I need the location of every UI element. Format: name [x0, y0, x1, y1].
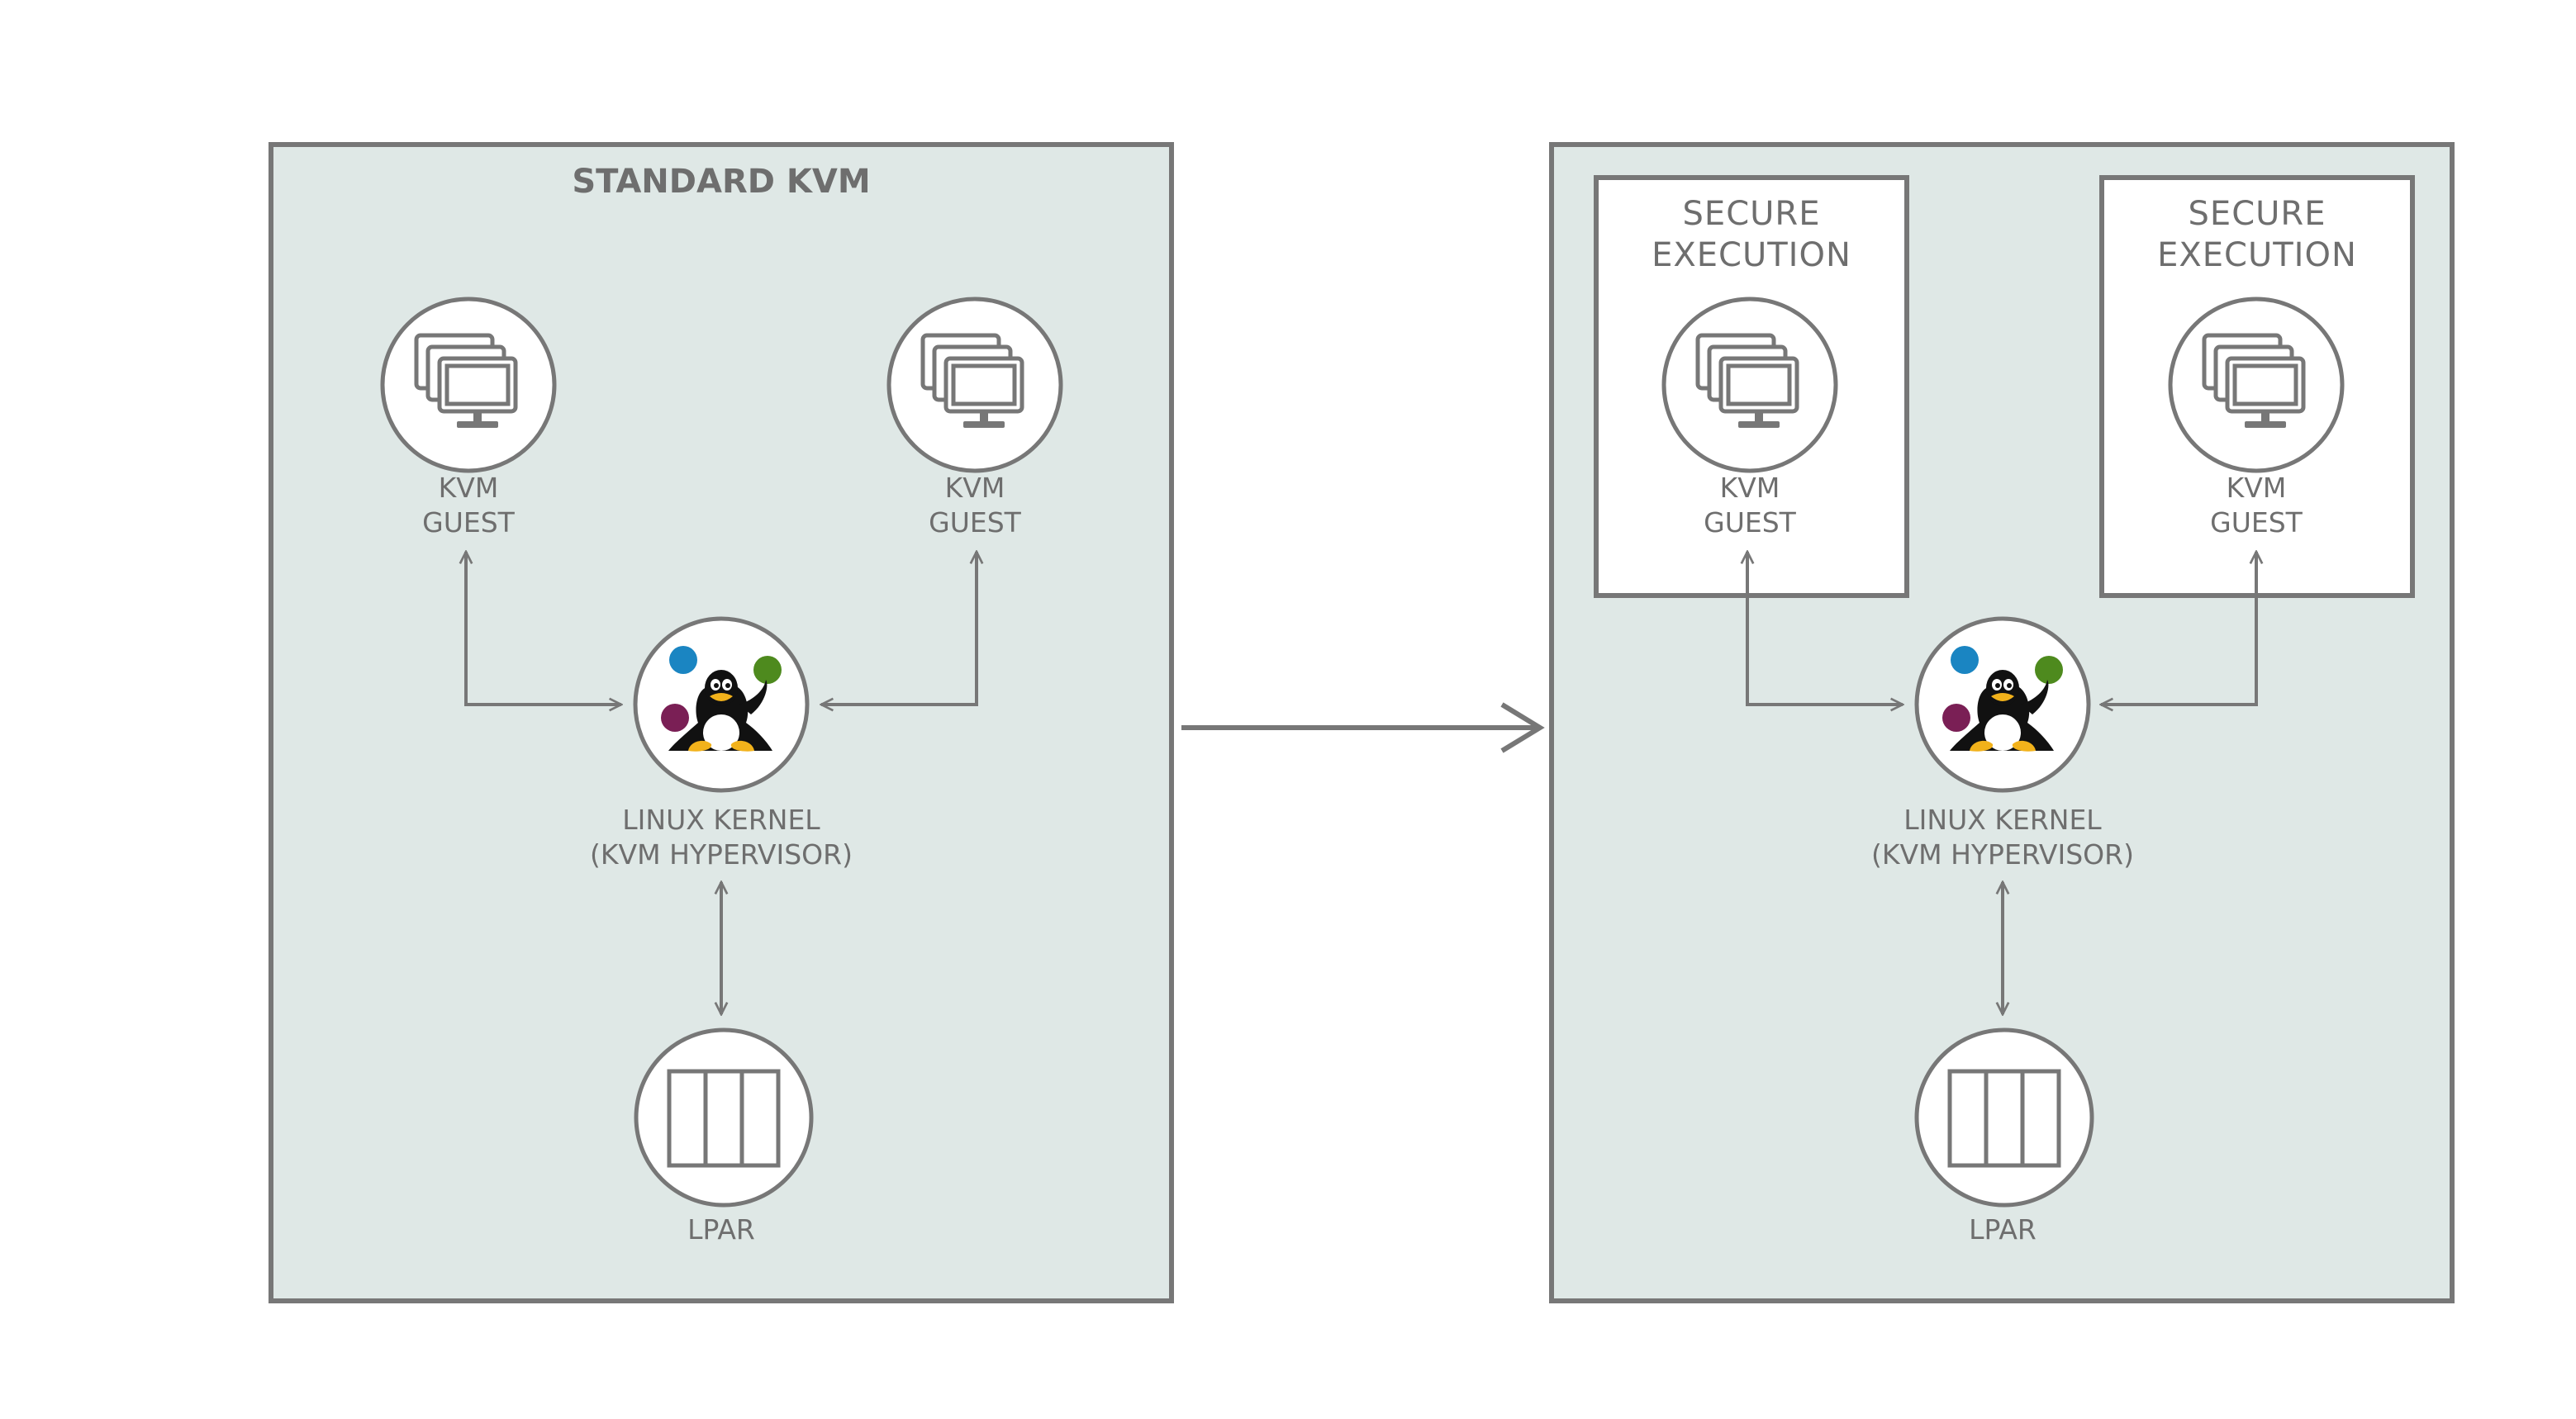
standard-kvm-panel [269, 142, 1174, 1303]
standard-kvm-title: STANDARD KVM [572, 163, 871, 201]
label-line: LINUX KERNEL [622, 804, 820, 836]
label-line: KVM [438, 472, 499, 504]
label-line: EXECUTION [1652, 236, 1851, 274]
guest-right-kernel-connector [2101, 552, 2256, 705]
secure-execution-left-title: SECURE EXECUTION [1595, 193, 1908, 276]
label-line: EXECUTION [2157, 236, 2357, 274]
guest-left-kernel-connector [1747, 552, 1903, 705]
secure-execution-panel [1549, 142, 2455, 1303]
guest-right-kernel-connector [821, 552, 977, 705]
label-line: GUEST [929, 506, 1021, 539]
secure-execution-right-title: SECURE EXECUTION [2100, 193, 2414, 276]
partition-icon [1950, 1071, 2059, 1165]
label-line: KVM [1719, 472, 1780, 504]
lpar-label: LPAR [1969, 1213, 2037, 1246]
label-line: GUEST [2210, 506, 2303, 539]
kvm-guest-right-node [886, 297, 1063, 473]
guest-left-kernel-connector [466, 552, 621, 705]
linux-kernel-node [1914, 616, 2091, 793]
transition-arrow [1181, 702, 1545, 753]
kvm-guest-left-node [1661, 297, 1838, 473]
lpar-node [1914, 1027, 2094, 1208]
label-line: SECURE [1682, 195, 1821, 233]
linux-kernel-label: LINUX KERNEL (KVM HYPERVISOR) [556, 803, 886, 872]
lpar-node [634, 1027, 814, 1208]
label-line: SECURE [2188, 195, 2326, 233]
label-line: LINUX KERNEL [1903, 804, 2102, 836]
label-line: (KVM HYPERVISOR) [1871, 838, 2134, 871]
lpar-label: LPAR [687, 1213, 755, 1246]
label-line: KVM [944, 472, 1005, 504]
linux-kernel-label: LINUX KERNEL (KVM HYPERVISOR) [1837, 803, 2168, 872]
linux-kernel-node [633, 616, 810, 793]
kvm-guest-right-node [2168, 297, 2345, 473]
kvm-guest-left-label: KVM GUEST [303, 471, 634, 540]
label-line: (KVM HYPERVISOR) [590, 838, 853, 871]
partition-icon [669, 1071, 778, 1165]
label-line: GUEST [1704, 506, 1796, 539]
kvm-guest-left-label: KVM GUEST [1585, 471, 1915, 540]
label-line: GUEST [422, 506, 515, 539]
kvm-guest-right-label: KVM GUEST [2091, 471, 2422, 540]
label-line: KVM [2226, 472, 2287, 504]
kvm-guest-left-node [380, 297, 557, 473]
kvm-guest-right-label: KVM GUEST [810, 471, 1140, 540]
